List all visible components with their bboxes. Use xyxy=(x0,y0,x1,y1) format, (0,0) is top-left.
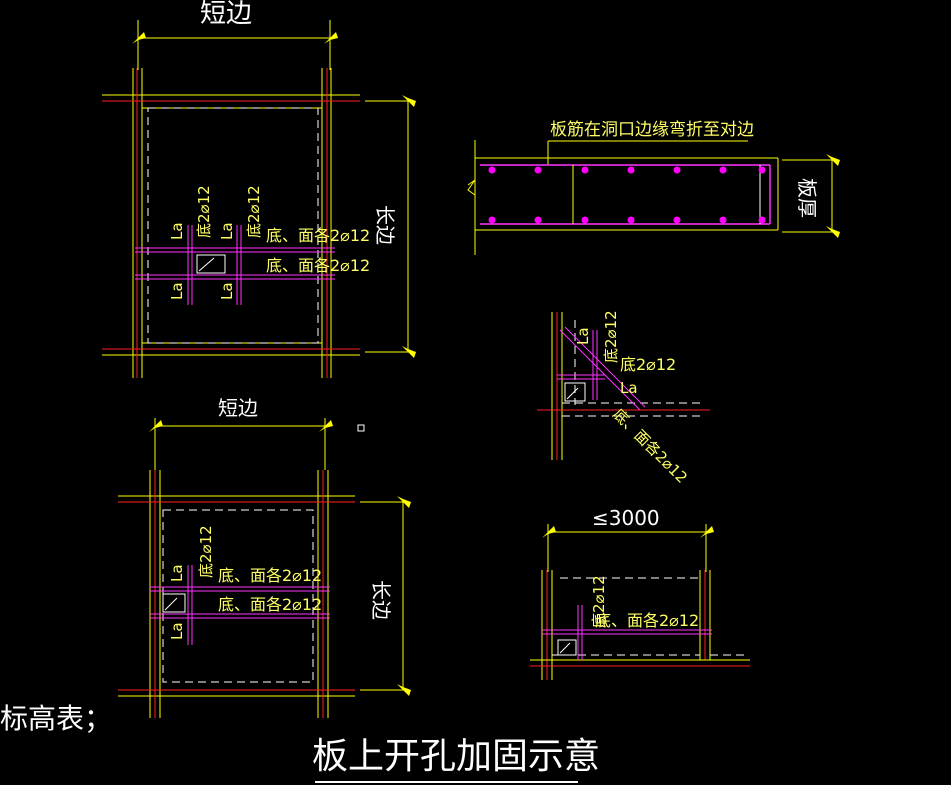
la-label: La xyxy=(620,379,638,397)
detail-top-left: 短边 La La La La 底2⌀12 底2⌀12 底、面各 xyxy=(102,0,416,378)
rebar-note-diag: 底、面各2⌀12 xyxy=(609,405,691,487)
rebar-note-bottom: 底2⌀12 xyxy=(602,310,620,363)
marker-square xyxy=(357,424,365,432)
bend-note: 板筋在洞口边缘弯折至对边 xyxy=(550,120,754,140)
slab-thickness-label: 板厚 xyxy=(795,178,819,218)
rebar-note-both: 底、面各2⌀12 xyxy=(595,611,699,630)
short-side-label: 短边 xyxy=(218,396,258,420)
rebar-note-bottom: 底2⌀12 xyxy=(197,525,215,578)
top-dimension-label: 短边 xyxy=(200,0,252,29)
rebar-note-both: 底、面各2⌀12 xyxy=(218,566,322,585)
rebar-note-both: 底、面各2⌀12 xyxy=(266,226,370,245)
long-side-label: 长边 xyxy=(373,205,397,245)
la-label: La xyxy=(168,564,186,582)
drawing-title: 板上开孔加固示意 xyxy=(312,736,600,777)
la-label: La xyxy=(168,222,186,240)
la-label: La xyxy=(218,222,236,240)
long-side-label: 长边 xyxy=(369,580,393,620)
detail-corner-diagonal: La La 底2⌀12 底2⌀12 底、面各2⌀12 xyxy=(537,310,710,487)
detail-bottom-right: ≤3000 底2⌀12 底、面各2⌀12 xyxy=(530,506,750,680)
la-label: La xyxy=(218,282,236,300)
rebar-note-bottom: 底2⌀12 xyxy=(195,185,213,238)
la-label: La xyxy=(168,282,186,300)
rebar-note-both: 底、面各2⌀12 xyxy=(266,256,370,275)
la-label: La xyxy=(168,622,186,640)
rebar-note-bottom-h: 底2⌀12 xyxy=(620,355,676,374)
la-label: La xyxy=(574,327,592,345)
fragment-left-text: 标高表； xyxy=(0,702,112,735)
detail-section-right: 板筋在洞口边缘弯折至对边 板厚 xyxy=(467,120,840,255)
rebar-note-both: 底、面各2⌀12 xyxy=(218,595,322,614)
rebar-note-bottom: 底2⌀12 xyxy=(590,575,608,628)
le3000-label: ≤3000 xyxy=(592,506,660,530)
detail-bottom-left: 短边 La La 底2⌀12 底、面各2⌀12 底、面各2⌀12 xyxy=(118,396,411,718)
rebar-note-bottom: 底2⌀12 xyxy=(245,185,263,238)
